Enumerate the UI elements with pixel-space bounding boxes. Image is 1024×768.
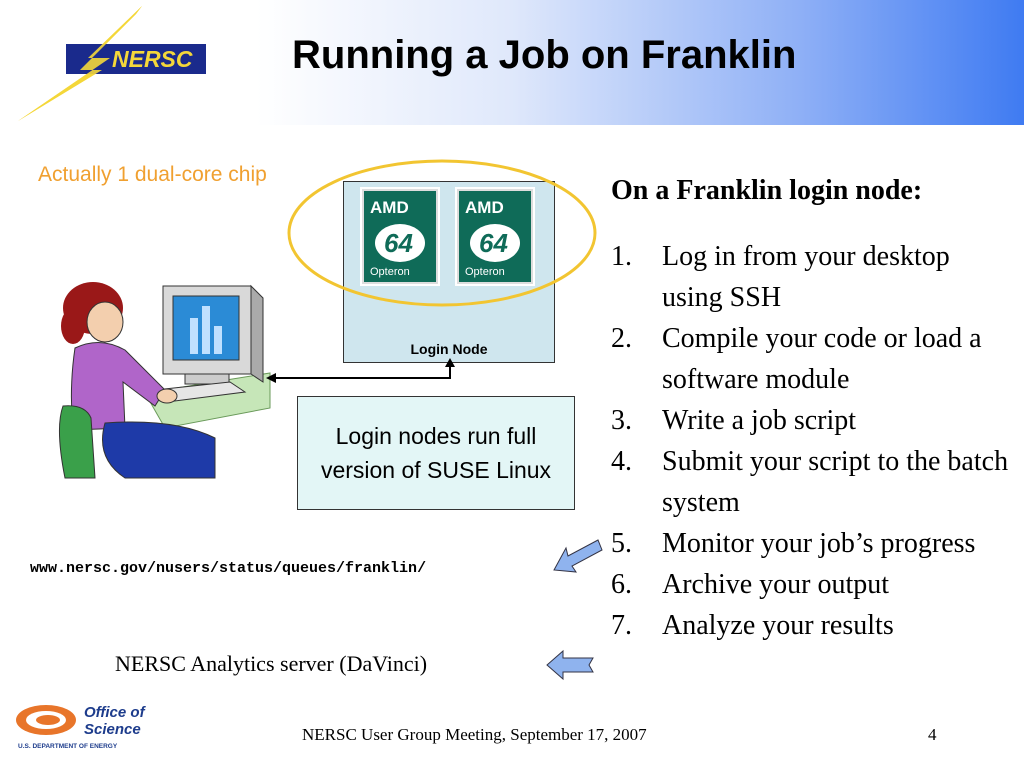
svg-text:NERSC: NERSC [112, 46, 193, 72]
list-item: 4. Submit your script to the batch syste… [611, 441, 1011, 523]
list-item: 2. Compile your code or load a software … [611, 318, 1011, 400]
step-number: 2. [611, 323, 632, 354]
step-text: Compile your code or load a software mod… [662, 323, 982, 395]
slide-title: Running a Job on Franklin [292, 33, 797, 77]
amd-opteron-chip-icon: AMD 64 Opteron [455, 187, 535, 286]
steps-list: 1. Log in from your desktop using SSH 2.… [611, 236, 1011, 646]
login-node-note: Login nodes run full version of SUSE Lin… [297, 396, 575, 510]
step-number: 3. [611, 405, 632, 436]
list-item: 5. Monitor your job’s progress [611, 523, 1011, 564]
svg-text:64: 64 [479, 228, 508, 258]
list-item: 1. Log in from your desktop using SSH [611, 236, 1011, 318]
person-at-computer-illustration [58, 282, 271, 479]
step-text: Analyze your results [662, 610, 894, 641]
list-item: 7. Analyze your results [611, 605, 1011, 646]
svg-text:Opteron: Opteron [465, 266, 505, 278]
svg-text:64: 64 [384, 228, 413, 258]
step-text: Log in from your desktop using SSH [662, 241, 950, 313]
analytics-server-label: NERSC Analytics server (DaVinci) [115, 651, 428, 676]
footer-meeting: NERSC User Group Meeting, September 17, … [302, 725, 647, 744]
svg-text:Opteron: Opteron [370, 266, 410, 278]
step-number: 5. [611, 528, 632, 559]
svg-text:Science: Science [84, 721, 141, 738]
svg-text:AMD: AMD [465, 198, 504, 217]
list-item: 3. Write a job script [611, 400, 1011, 441]
login-node-label: Login Node [410, 341, 488, 357]
svg-text:U.S. DEPARTMENT OF ENERGY: U.S. DEPARTMENT OF ENERGY [18, 743, 118, 750]
blue-arrow-icon [546, 649, 594, 681]
step-number: 4. [611, 446, 632, 477]
step-number: 6. [611, 569, 632, 600]
list-item: 6. Archive your output [611, 564, 1011, 605]
step-text: Submit your script to the batch system [662, 446, 1009, 518]
chip-note: Actually 1 dual-core chip [38, 163, 267, 186]
svg-text:Office of: Office of [84, 704, 147, 721]
connector-arrow [266, 358, 455, 383]
step-text: Archive your output [662, 569, 890, 600]
step-number: 1. [611, 241, 632, 272]
page-number: 4 [928, 725, 937, 744]
step-text: Monitor your job’s progress [662, 528, 976, 559]
steps-heading: On a Franklin login node: [611, 175, 923, 206]
step-number: 7. [611, 610, 632, 641]
step-text: Write a job script [662, 405, 857, 436]
login-node-note-text: Login nodes run full version of SUSE Lin… [320, 423, 552, 483]
svg-text:AMD: AMD [370, 198, 409, 217]
queue-status-link[interactable]: www.nersc.gov/nusers/status/queues/frank… [30, 560, 427, 577]
doe-office-of-science-logo: Office of Science U.S. DEPARTMENT OF ENE… [16, 704, 147, 750]
highlight-ellipse [287, 159, 597, 307]
nersc-logo: NERSC [18, 6, 206, 121]
blue-arrow-icon [553, 539, 603, 573]
amd-opteron-chip-icon: AMD 64 Opteron [360, 187, 440, 286]
